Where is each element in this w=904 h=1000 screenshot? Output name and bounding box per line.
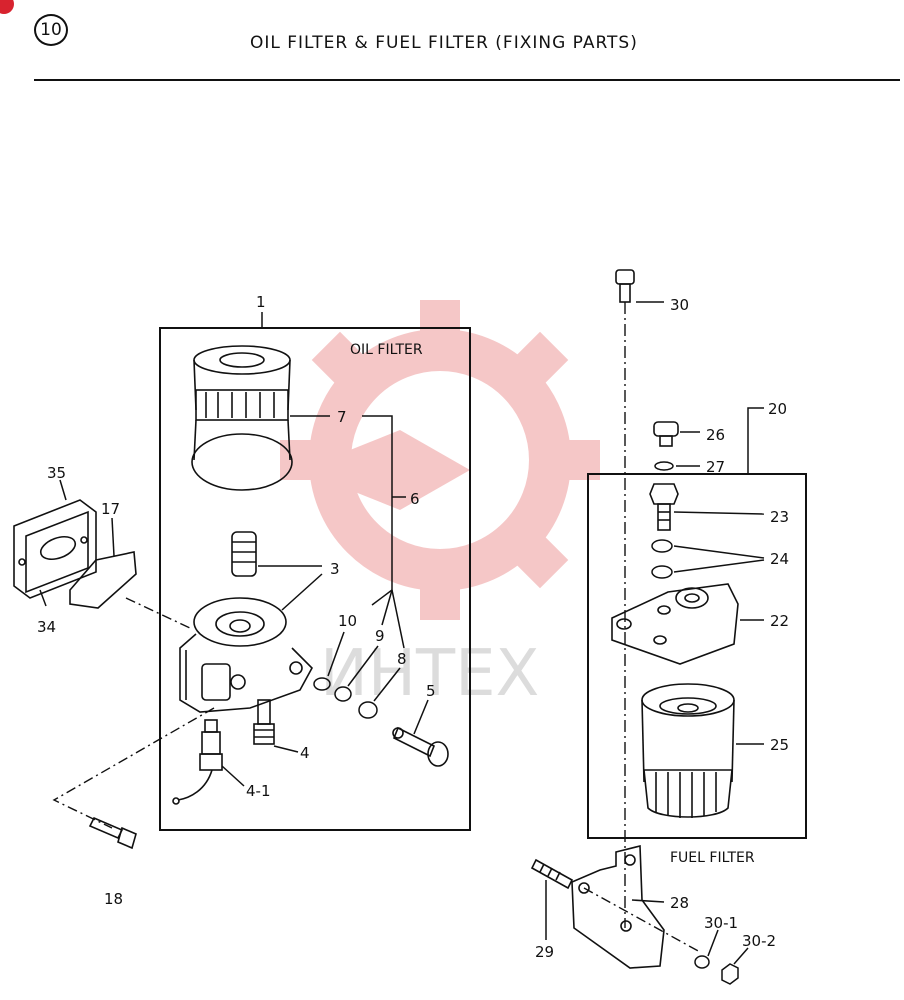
- header-rule: [34, 79, 900, 81]
- fuel-filter-cartridge: [641, 683, 735, 818]
- watermark-arrow-icon: [300, 430, 470, 510]
- part-label-30-1: 30-1: [704, 914, 738, 932]
- leader-34: [39, 589, 47, 607]
- leader-35: [59, 479, 67, 501]
- part-label-26: 26: [706, 426, 725, 444]
- part-label-18: 18: [104, 890, 123, 908]
- leader-8-bracket: [391, 589, 405, 649]
- part-label-30: 30: [670, 296, 689, 314]
- leader-4-1: [221, 765, 245, 787]
- bracket-6: [362, 415, 393, 606]
- part-label-34: 34: [37, 618, 56, 636]
- part-label-4: 4: [300, 744, 310, 762]
- washer-27: [654, 461, 674, 471]
- part-label-27: 27: [706, 458, 725, 476]
- bolt-18: [88, 816, 137, 850]
- section-number: 10: [40, 20, 62, 40]
- part-label-10: 10: [338, 612, 357, 630]
- leader-30-1: [707, 929, 719, 957]
- oil-pressure-switch-part: [172, 719, 223, 805]
- washer-24b: [651, 565, 673, 579]
- fuel-filter-head: [611, 583, 739, 665]
- part-label-28: 28: [670, 894, 689, 912]
- gasket-17: [69, 551, 137, 609]
- part-label-29: 29: [535, 943, 554, 961]
- assembly-line-28: [583, 887, 701, 953]
- cover-plate-part: [13, 499, 97, 599]
- spring-part: [231, 531, 257, 577]
- part-label-8: 8: [397, 650, 407, 668]
- leader-4: [273, 745, 299, 753]
- oil-filter-box: [159, 327, 471, 831]
- plug-part: [392, 726, 449, 767]
- leader-17: [111, 517, 115, 557]
- leader-5: [413, 699, 429, 735]
- part-label-7: 7: [337, 408, 347, 426]
- part-label-20: 20: [768, 400, 787, 418]
- part-label-30-2: 30-2: [742, 932, 776, 950]
- leader-30-2: [733, 947, 749, 965]
- assembly-line-18: [52, 707, 215, 829]
- washer-24a: [651, 539, 673, 553]
- leader-3b: [281, 573, 323, 611]
- part-label-23: 23: [770, 508, 789, 526]
- assembly-line-17: [125, 597, 191, 629]
- leader-20: [747, 407, 764, 474]
- washer-30-1: [694, 955, 710, 969]
- page-title: OIL FILTER & FUEL FILTER (FIXING PARTS): [250, 33, 638, 53]
- part-label-4-1: 4-1: [246, 782, 271, 800]
- vent-bolt-26: [653, 421, 679, 447]
- part-label-35: 35: [47, 464, 66, 482]
- leader-28: [631, 899, 665, 903]
- leader-10: [327, 631, 345, 677]
- leader-9-bracket: [381, 589, 393, 626]
- joint-bolt-23: [649, 483, 679, 531]
- part-label-25: 25: [770, 736, 789, 754]
- o-ring-10: [313, 677, 331, 691]
- watermark: ИНТЕХ: [280, 300, 600, 711]
- leader-9: [347, 645, 379, 687]
- leader-24b: [673, 559, 765, 573]
- relief-valve-part: [253, 699, 275, 745]
- part-label-24: 24: [770, 550, 789, 568]
- leader-8: [373, 667, 401, 702]
- o-ring-8: [358, 701, 378, 719]
- oil-filter-element: [191, 345, 293, 491]
- bracket-28: [571, 844, 665, 969]
- part-label-3: 3: [330, 560, 340, 578]
- part-label-5: 5: [426, 682, 436, 700]
- part-label-1: 1: [256, 293, 266, 311]
- o-ring-9: [334, 686, 352, 702]
- oil-filter-label: OIL FILTER: [350, 342, 423, 358]
- fuel-filter-box: [587, 473, 807, 839]
- leader-24a: [673, 545, 765, 559]
- section-number-badge: 10: [34, 14, 68, 46]
- part-label-6: 6: [410, 490, 420, 508]
- part-label-9: 9: [375, 627, 385, 645]
- stud-29: [530, 858, 574, 890]
- bolt-30: [615, 269, 635, 303]
- oil-filter-base: [179, 597, 313, 713]
- corner-mark: [0, 0, 14, 14]
- nut-30-2: [721, 963, 739, 985]
- part-label-22: 22: [770, 612, 789, 630]
- leader-23: [673, 511, 765, 515]
- fuel-filter-label: FUEL FILTER: [670, 850, 755, 866]
- part-label-17: 17: [101, 500, 120, 518]
